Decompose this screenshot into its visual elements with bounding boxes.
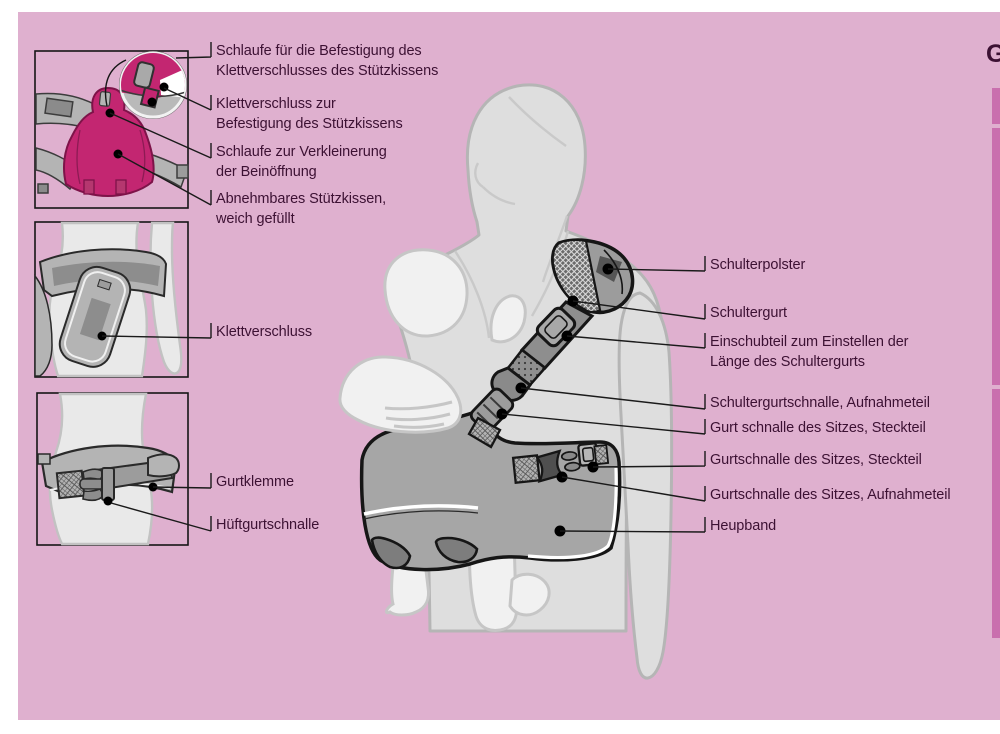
waist-box-illustration: [36, 392, 189, 546]
callout-line: Klettverschluss: [216, 324, 313, 340]
callout-label-schlaufe-verkleinerung: Schlaufe zur Verkleinerung der Beinöffnu…: [216, 142, 387, 182]
hip-box-illustration: [34, 221, 189, 378]
callout-label-gurtschnalle-steckteil-1: Gurt schnalle des Sitzes, Steckteil: [710, 418, 926, 438]
callout-label-schultergurt: Schultergurt: [710, 303, 787, 323]
callout-line: Gurtschnalle des Sitzes, Steckteil: [710, 452, 922, 468]
callout-label-klettverschluss: Klettverschluss: [216, 322, 312, 342]
callout-line: Hüftgurtschnalle: [216, 517, 320, 533]
baby-fist: [489, 294, 527, 344]
main-figure-illustration: [338, 83, 674, 680]
callout-label-hueftgurtschnalle: Hüftgurtschnalle: [216, 515, 319, 535]
leg-loop: [83, 179, 95, 195]
leg-loop: [115, 179, 127, 195]
callout-line: Schlaufe für die Befestigung des: [216, 43, 422, 59]
callout-dot: [147, 97, 157, 107]
magnifier-circle: [119, 51, 187, 119]
callout-label-einschubteil: Einschubteil zum Einstellen der Länge de…: [710, 332, 909, 372]
leader-lines: [101, 42, 706, 533]
callout-line: Schlaufe zur Verkleinerung: [216, 144, 387, 160]
callout-label-gurtschnalle-steckteil-2: Gurtschnalle des Sitzes, Steckteil: [710, 450, 922, 470]
callout-line: Klettverschluss zur: [216, 96, 336, 112]
woman-arm: [617, 291, 674, 680]
callout-line: Schultergurt: [710, 305, 787, 321]
magnified-loop: [133, 61, 155, 89]
leg-opening: [370, 536, 412, 570]
shoulder-pad-mesh: [551, 238, 602, 314]
callout-label-heupband: Heupband: [710, 516, 776, 536]
leg-opening: [434, 536, 479, 564]
belt-clamp-tab: [147, 453, 180, 478]
callout-label-schlaufe-befestigung: Schlaufe für die Befestigung des Klettve…: [216, 41, 438, 81]
callout-line: Befestigung des Stützkissens: [216, 116, 403, 132]
hip-belt-buckle: [55, 467, 115, 502]
callout-line: weich gefüllt: [216, 211, 295, 227]
velcro-flap: [58, 265, 132, 368]
page-edge-tab: [992, 88, 1000, 124]
page-edge-tab: [992, 389, 1000, 638]
baby-hand: [338, 355, 463, 434]
callout-label-schultergurtschnalle: Schultergurtschnalle, Aufnahmeteil: [710, 393, 930, 413]
hip-arm: [149, 221, 183, 375]
callout-label-gurtschnalle-aufnahmeteil: Gurtschnalle des Sitzes, Aufnahmeteil: [710, 485, 951, 505]
callout-line: Schulterpolster: [710, 257, 806, 273]
page-edge-tab: [992, 128, 1000, 385]
callout-label-klettverschluss-zur: Klettverschluss zur Befestigung des Stüt…: [216, 94, 403, 134]
baby-right-foot: [508, 572, 551, 617]
baby-head: [383, 248, 469, 338]
callout-label-stuetzkissen: Abnehmbares Stützkissen, weich gefüllt: [216, 189, 386, 229]
magnifier-connector: [104, 59, 127, 107]
support-cushion: [63, 86, 155, 198]
callout-label-gurtklemme: Gurtklemme: [216, 472, 294, 492]
hipband-buckle: [511, 442, 610, 484]
callout-dot: [103, 496, 113, 506]
callout-line: Gurtschnalle des Sitzes, Aufnahmeteil: [710, 487, 951, 503]
callout-line: Gurtklemme: [216, 474, 294, 490]
detail-box-illustration: [34, 50, 189, 209]
detail-box-frame: [34, 50, 189, 209]
callout-label-schulterpolster: Schulterpolster: [710, 255, 805, 275]
callout-line: Gurt schnalle des Sitzes, Steckteil: [710, 420, 926, 436]
callout-line: Heupband: [710, 518, 777, 534]
callout-line: Klettverschlusses des Stützkissens: [216, 63, 439, 79]
callout-line: Abnehmbares Stützkissen,: [216, 191, 387, 207]
callout-line: Einschubteil zum Einstellen der: [710, 334, 909, 350]
callout-line: der Beinöffnung: [216, 164, 317, 180]
page-corner-letter: G: [986, 40, 1000, 68]
callout-line: Schultergurtschnalle, Aufnahmeteil: [710, 395, 930, 411]
callout-line: Länge des Schultergurts: [710, 354, 865, 370]
